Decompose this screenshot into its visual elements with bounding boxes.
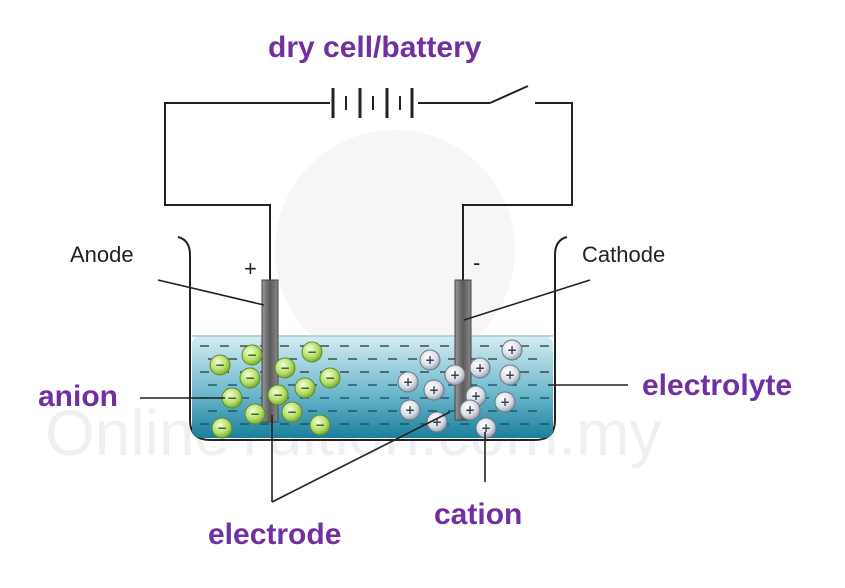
cathode-sign: - xyxy=(473,250,480,275)
electrode-label: electrode xyxy=(208,518,341,551)
cation-particle: + xyxy=(494,391,516,413)
anion-particle: − xyxy=(309,414,331,436)
svg-text:−: − xyxy=(273,388,283,402)
anion-particle: − xyxy=(244,403,266,425)
electrolyte-label: electrolyte xyxy=(642,369,792,402)
svg-text:+: + xyxy=(500,395,510,409)
cation-particle: + xyxy=(423,379,445,401)
cathode-electrode xyxy=(454,279,472,421)
svg-text:−: − xyxy=(280,361,290,375)
cation-particle: + xyxy=(459,399,481,421)
switch-symbol xyxy=(489,85,529,104)
anion-particle: − xyxy=(294,377,316,399)
svg-text:−: − xyxy=(217,421,227,435)
svg-text:+: + xyxy=(429,383,439,397)
svg-text:+: + xyxy=(425,353,435,367)
cathode-label: Cathode xyxy=(582,242,665,267)
cation-particle: + xyxy=(469,357,491,379)
anode-pointer xyxy=(157,279,265,306)
anion-particle: − xyxy=(267,384,289,406)
svg-text:+: + xyxy=(505,368,515,382)
anion-particle: − xyxy=(274,357,296,379)
cation-particle: + xyxy=(499,364,521,386)
svg-text:+: + xyxy=(450,368,460,382)
circuit-wire xyxy=(164,102,573,282)
anion-particle: − xyxy=(301,341,323,363)
cation-particle: + xyxy=(475,417,497,439)
anode-label: Anode xyxy=(70,242,134,267)
svg-text:+: + xyxy=(432,415,442,429)
svg-text:+: + xyxy=(507,343,517,357)
svg-text:−: − xyxy=(247,348,257,362)
cation-particle: + xyxy=(426,411,448,433)
svg-text:−: − xyxy=(227,391,237,405)
cation-particle: + xyxy=(501,339,523,361)
svg-text:−: − xyxy=(287,405,297,419)
battery-symbol xyxy=(331,88,414,118)
svg-text:−: − xyxy=(315,418,325,432)
svg-text:+: + xyxy=(405,403,415,417)
cation-particle: + xyxy=(397,371,419,393)
anion-particle: − xyxy=(281,401,303,423)
cation-particle: + xyxy=(419,349,441,371)
anion-label: anion xyxy=(38,380,118,413)
anode-sign: + xyxy=(244,256,257,281)
cathode-pointer xyxy=(463,279,591,321)
svg-text:−: − xyxy=(300,381,310,395)
cation-particle: + xyxy=(444,364,466,386)
dry-cell-battery-label: dry cell/battery xyxy=(268,31,482,64)
cation-group: +++++++++++++ xyxy=(397,339,523,439)
svg-text:+: + xyxy=(475,361,485,375)
cation-particle: + xyxy=(399,399,421,421)
svg-text:+: + xyxy=(471,389,481,403)
svg-text:−: − xyxy=(307,345,317,359)
anion-group: −−−−−−−−−−−−− xyxy=(209,341,341,439)
anion-particle: − xyxy=(211,417,233,439)
anion-particle: − xyxy=(319,367,341,389)
svg-text:+: + xyxy=(403,375,413,389)
anion-particle: − xyxy=(241,344,263,366)
svg-text:+: + xyxy=(481,421,491,435)
svg-text:−: − xyxy=(250,407,260,421)
svg-text:+: + xyxy=(465,403,475,417)
electrode-pointer xyxy=(271,411,451,503)
svg-text:−: − xyxy=(245,371,255,385)
svg-text:−: − xyxy=(325,371,335,385)
anion-particle: − xyxy=(239,367,261,389)
svg-text:−: − xyxy=(215,358,225,372)
anion-particle: − xyxy=(209,354,231,376)
cation-label: cation xyxy=(434,498,522,531)
